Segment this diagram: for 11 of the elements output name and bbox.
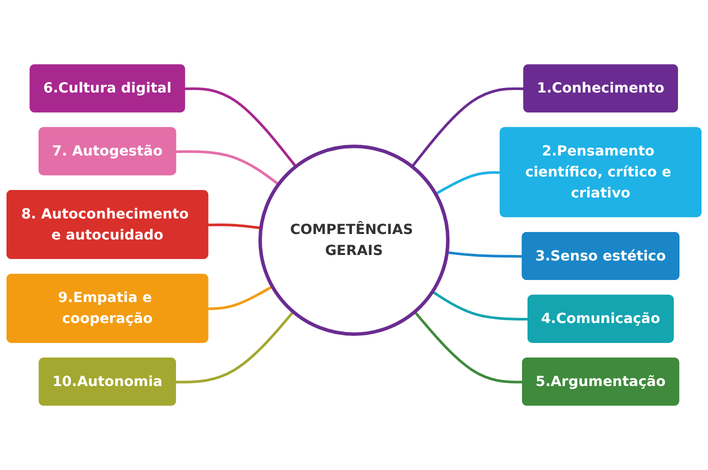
connector (208, 224, 262, 230)
connector (176, 310, 294, 384)
connector (176, 150, 280, 186)
node-circle: COMPETÊNCIAS GERAIS (258, 144, 450, 336)
connector (432, 290, 528, 321)
connector (434, 171, 501, 196)
connector (414, 310, 523, 384)
connector (446, 251, 523, 258)
connector (411, 87, 524, 168)
connector (185, 87, 297, 168)
connector (208, 285, 274, 310)
